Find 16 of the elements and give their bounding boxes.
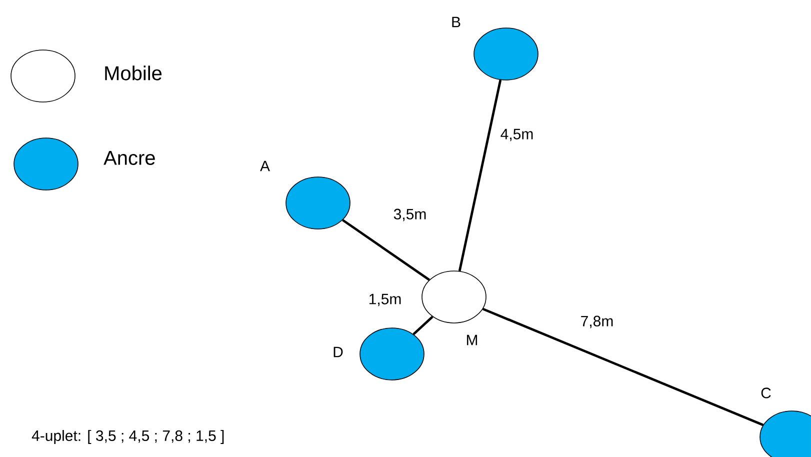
edge-label: 1,5m [367,292,403,308]
connector-line [342,219,430,281]
node-letter: B [452,16,460,28]
connector-line [412,316,434,336]
node-letter: A [260,160,270,172]
edge-label: 7,8m [579,314,615,330]
node-letter: D [334,346,343,358]
note-text: 4-uplet: [ 3,5 ; 4,5 ; 7,8 ; 1,5 ] [32,430,224,444]
connector-line [482,308,764,426]
legend-label: Ancre [104,151,155,165]
node-letter: M [466,334,478,346]
connector-line [458,80,502,272]
legend-label: Mobile [105,66,162,80]
edge-label: 3,5m [392,208,428,222]
edge-label: 4,5m [499,128,535,142]
node-letter: C [761,388,771,398]
